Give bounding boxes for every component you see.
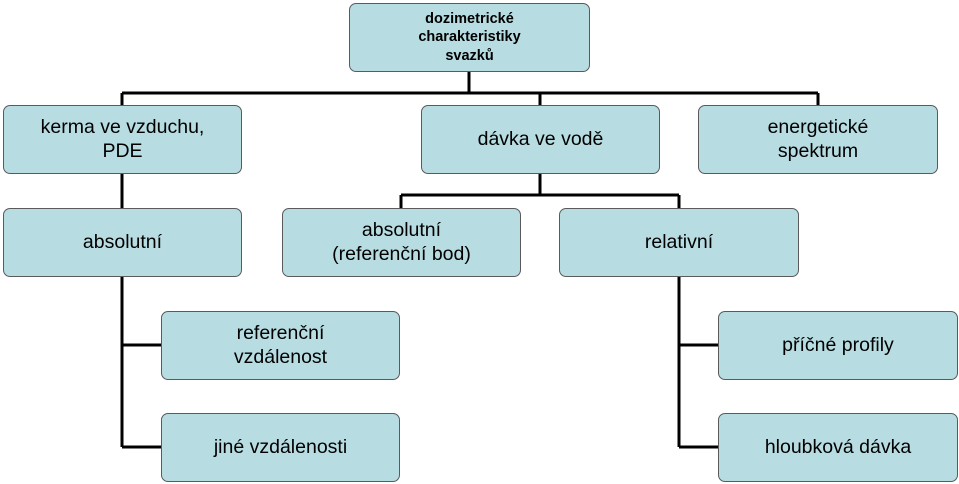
node-root: dozimetrické charakteristiky svazků — [349, 3, 590, 72]
node-root-label: dozimetrické charakteristiky svazků — [418, 11, 521, 64]
node-kerma-label: kerma ve vzduchu, PDE — [40, 116, 205, 162]
node-hloubkova-davka: hloubková dávka — [718, 413, 958, 482]
node-absolutni-kerma-label: absolutní — [82, 230, 163, 253]
node-absolutni-kerma: absolutní — [3, 208, 242, 277]
node-kerma: kerma ve vzduchu, PDE — [3, 105, 242, 174]
node-referencni-vzdalenost-label: referenční vzdálenost — [233, 322, 328, 368]
node-pricne-profily-label: příčné profily — [782, 333, 894, 356]
node-spektrum-label: energetické spektrum — [767, 116, 869, 162]
node-relativni-label: relativní — [644, 230, 714, 253]
node-jine-vzdalenosti-label: jiné vzdálenosti — [213, 435, 348, 458]
node-davka: dávka ve vodě — [421, 105, 660, 174]
node-absolutni-davka: absolutní (referenční bod) — [282, 208, 521, 277]
node-hloubkova-davka-label: hloubková dávka — [764, 435, 912, 458]
node-davka-label: dávka ve vodě — [477, 127, 604, 150]
node-absolutni-davka-label: absolutní (referenční bod) — [332, 219, 471, 265]
node-referencni-vzdalenost: referenční vzdálenost — [161, 311, 400, 380]
node-jine-vzdalenosti: jiné vzdálenosti — [161, 413, 400, 482]
node-spektrum: energetické spektrum — [698, 105, 938, 174]
node-pricne-profily: příčné profily — [718, 311, 958, 380]
node-relativni: relativní — [559, 208, 799, 277]
